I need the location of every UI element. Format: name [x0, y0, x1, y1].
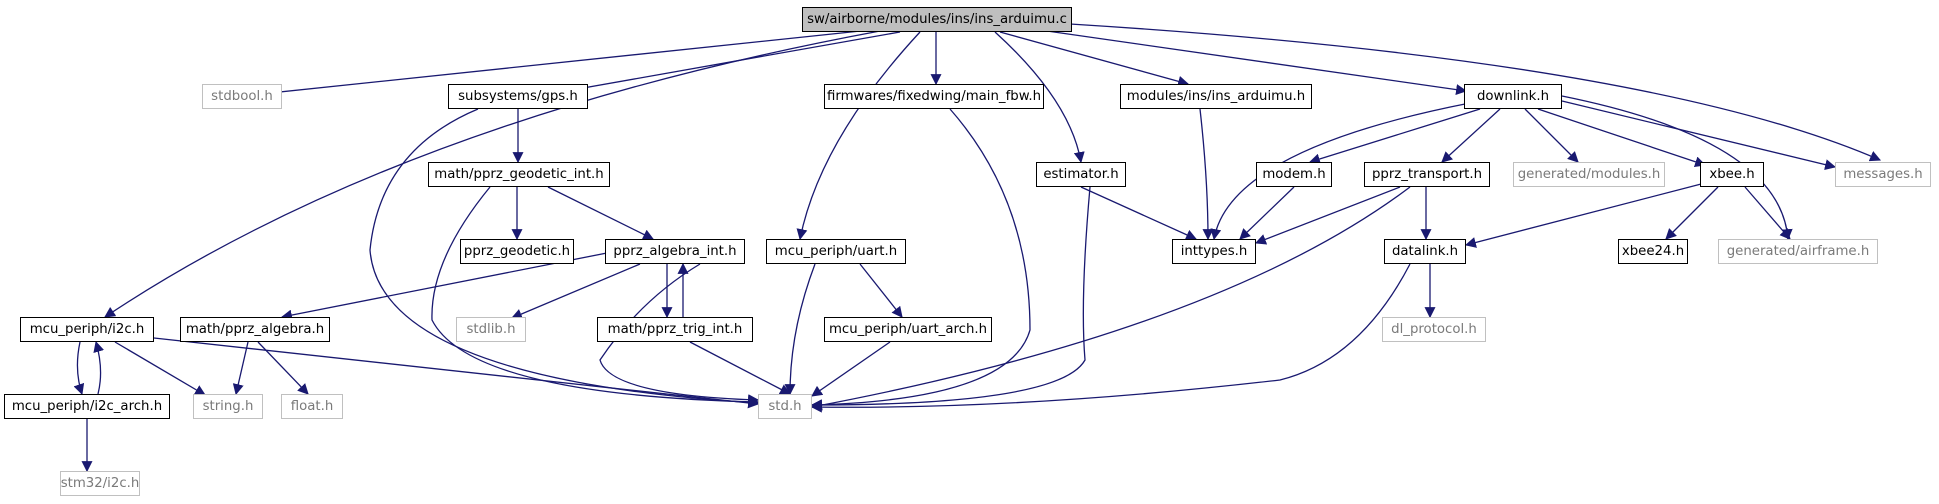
edge-uart-uartarch: [859, 263, 903, 318]
node-stdlib-h[interactable]: stdlib.h: [456, 317, 526, 342]
node-downlink-h[interactable]: downlink.h: [1464, 84, 1562, 109]
node-float-h[interactable]: float.h: [281, 394, 343, 419]
node-string-h[interactable]: string.h: [193, 394, 263, 419]
edge-root-i2c: [104, 30, 881, 318]
edge-root-gps: [536, 31, 901, 100]
edge-i2c-std: [153, 337, 760, 409]
edge-xbee-airframe: [1744, 186, 1791, 240]
node-generated-airframe-h[interactable]: generated/airframe.h: [1718, 239, 1878, 264]
node-xbee-h[interactable]: xbee.h: [1700, 162, 1764, 187]
node-generated-modules-h[interactable]: generated/modules.h: [1513, 162, 1665, 187]
edge-modem-inttypes: [1239, 186, 1295, 240]
edge-uart-std: [784, 263, 816, 396]
edge-i2carch-i2c: [93, 340, 105, 395]
node-pprz-transport-h[interactable]: pprz_transport.h: [1364, 162, 1490, 187]
node-pprz-geodetic-h[interactable]: pprz_geodetic.h: [460, 239, 574, 264]
edge-downlink-messages: [1561, 100, 1837, 171]
edge-insarduimu-h-inttypes: [1199, 108, 1214, 241]
edge-algebraint-std: [599, 263, 760, 406]
node-pprz-trig-int-h[interactable]: math/pprz_trig_int.h: [597, 317, 753, 342]
edge-downlink-modules: [1524, 108, 1579, 163]
node-estimator-h[interactable]: estimator.h: [1036, 162, 1126, 187]
edge-mainfbw-std: [810, 108, 1031, 411]
edge-downlink-xbee: [1537, 108, 1707, 168]
edge-root-downlink: [1039, 29, 1468, 96]
edge-i2c-i2carch: [73, 341, 85, 396]
edge-algebra-float: [257, 341, 309, 395]
node-i2c-arch-h[interactable]: mcu_periph/i2c_arch.h: [4, 394, 170, 419]
edge-root-insarduimu-h: [999, 31, 1190, 87]
edge-i2c-string: [114, 341, 206, 396]
edge-uartarch-std: [811, 341, 891, 397]
edge-gps-std: [369, 108, 760, 408]
edge-geodeticint-algebraint: [547, 186, 654, 240]
edge-estimator-inttypes: [1080, 186, 1198, 240]
node-uart-arch-h[interactable]: mcu_periph/uart_arch.h: [824, 317, 992, 342]
node-std-h[interactable]: std.h: [758, 394, 812, 419]
edge-downlink-modem: [1308, 108, 1481, 165]
node-subsystems-gps-h[interactable]: subsystems/gps.h: [448, 84, 588, 109]
edge-root-stdbool: [230, 29, 871, 102]
node-main-fbw-h[interactable]: firmwares/fixedwing/main_fbw.h: [824, 84, 1044, 109]
edge-downlink-airframe: [1561, 95, 1793, 241]
node-xbee24-h[interactable]: xbee24.h: [1618, 239, 1688, 264]
node-datalink-h[interactable]: datalink.h: [1384, 239, 1466, 264]
node-pprz-algebra-int-h[interactable]: pprz_algebra_int.h: [605, 239, 745, 264]
edge-transport-inttypes: [1254, 186, 1401, 245]
node-pprz-algebra-h[interactable]: math/pprz_algebra.h: [180, 317, 330, 342]
node-ins-arduimu-c[interactable]: sw/airborne/modules/ins/ins_arduimu.c: [802, 7, 1072, 32]
edge-geodeticint-std: [431, 186, 760, 408]
node-stdbool-h[interactable]: stdbool.h: [202, 84, 282, 109]
edge-root-estimator: [994, 31, 1085, 164]
edge-estimator-std: [810, 186, 1091, 411]
edge-algebra-string: [232, 341, 249, 396]
edge-algebraint-stdlib: [510, 263, 641, 320]
node-pprz-geodetic-int-h[interactable]: math/pprz_geodetic_int.h: [428, 162, 610, 187]
edge-downlink-inttypes: [1210, 102, 1471, 241]
node-messages-h[interactable]: messages.h: [1835, 162, 1931, 187]
edge-xbee-xbee24: [1665, 186, 1719, 240]
node-inttypes-h[interactable]: inttypes.h: [1172, 239, 1256, 264]
node-stm32-i2c-h[interactable]: stm32/i2c.h: [60, 471, 140, 496]
node-mcu-uart-h[interactable]: mcu_periph/uart.h: [766, 239, 906, 264]
node-modem-h[interactable]: modem.h: [1256, 162, 1332, 187]
edge-root-messages: [1069, 23, 1882, 162]
edge-downlink-transport: [1441, 108, 1501, 163]
node-mcu-i2c-h[interactable]: mcu_periph/i2c.h: [20, 317, 154, 342]
node-dl-protocol-h[interactable]: dl_protocol.h: [1382, 317, 1486, 342]
edge-xbee-datalink: [1464, 182, 1706, 248]
edge-datalink-std: [810, 263, 1411, 413]
node-ins-arduimu-h[interactable]: modules/ins/ins_arduimu.h: [1120, 84, 1312, 109]
edge-transport-std: [810, 186, 1411, 411]
edge-trigint-std: [689, 341, 791, 395]
edge-root-uart: [796, 31, 921, 241]
